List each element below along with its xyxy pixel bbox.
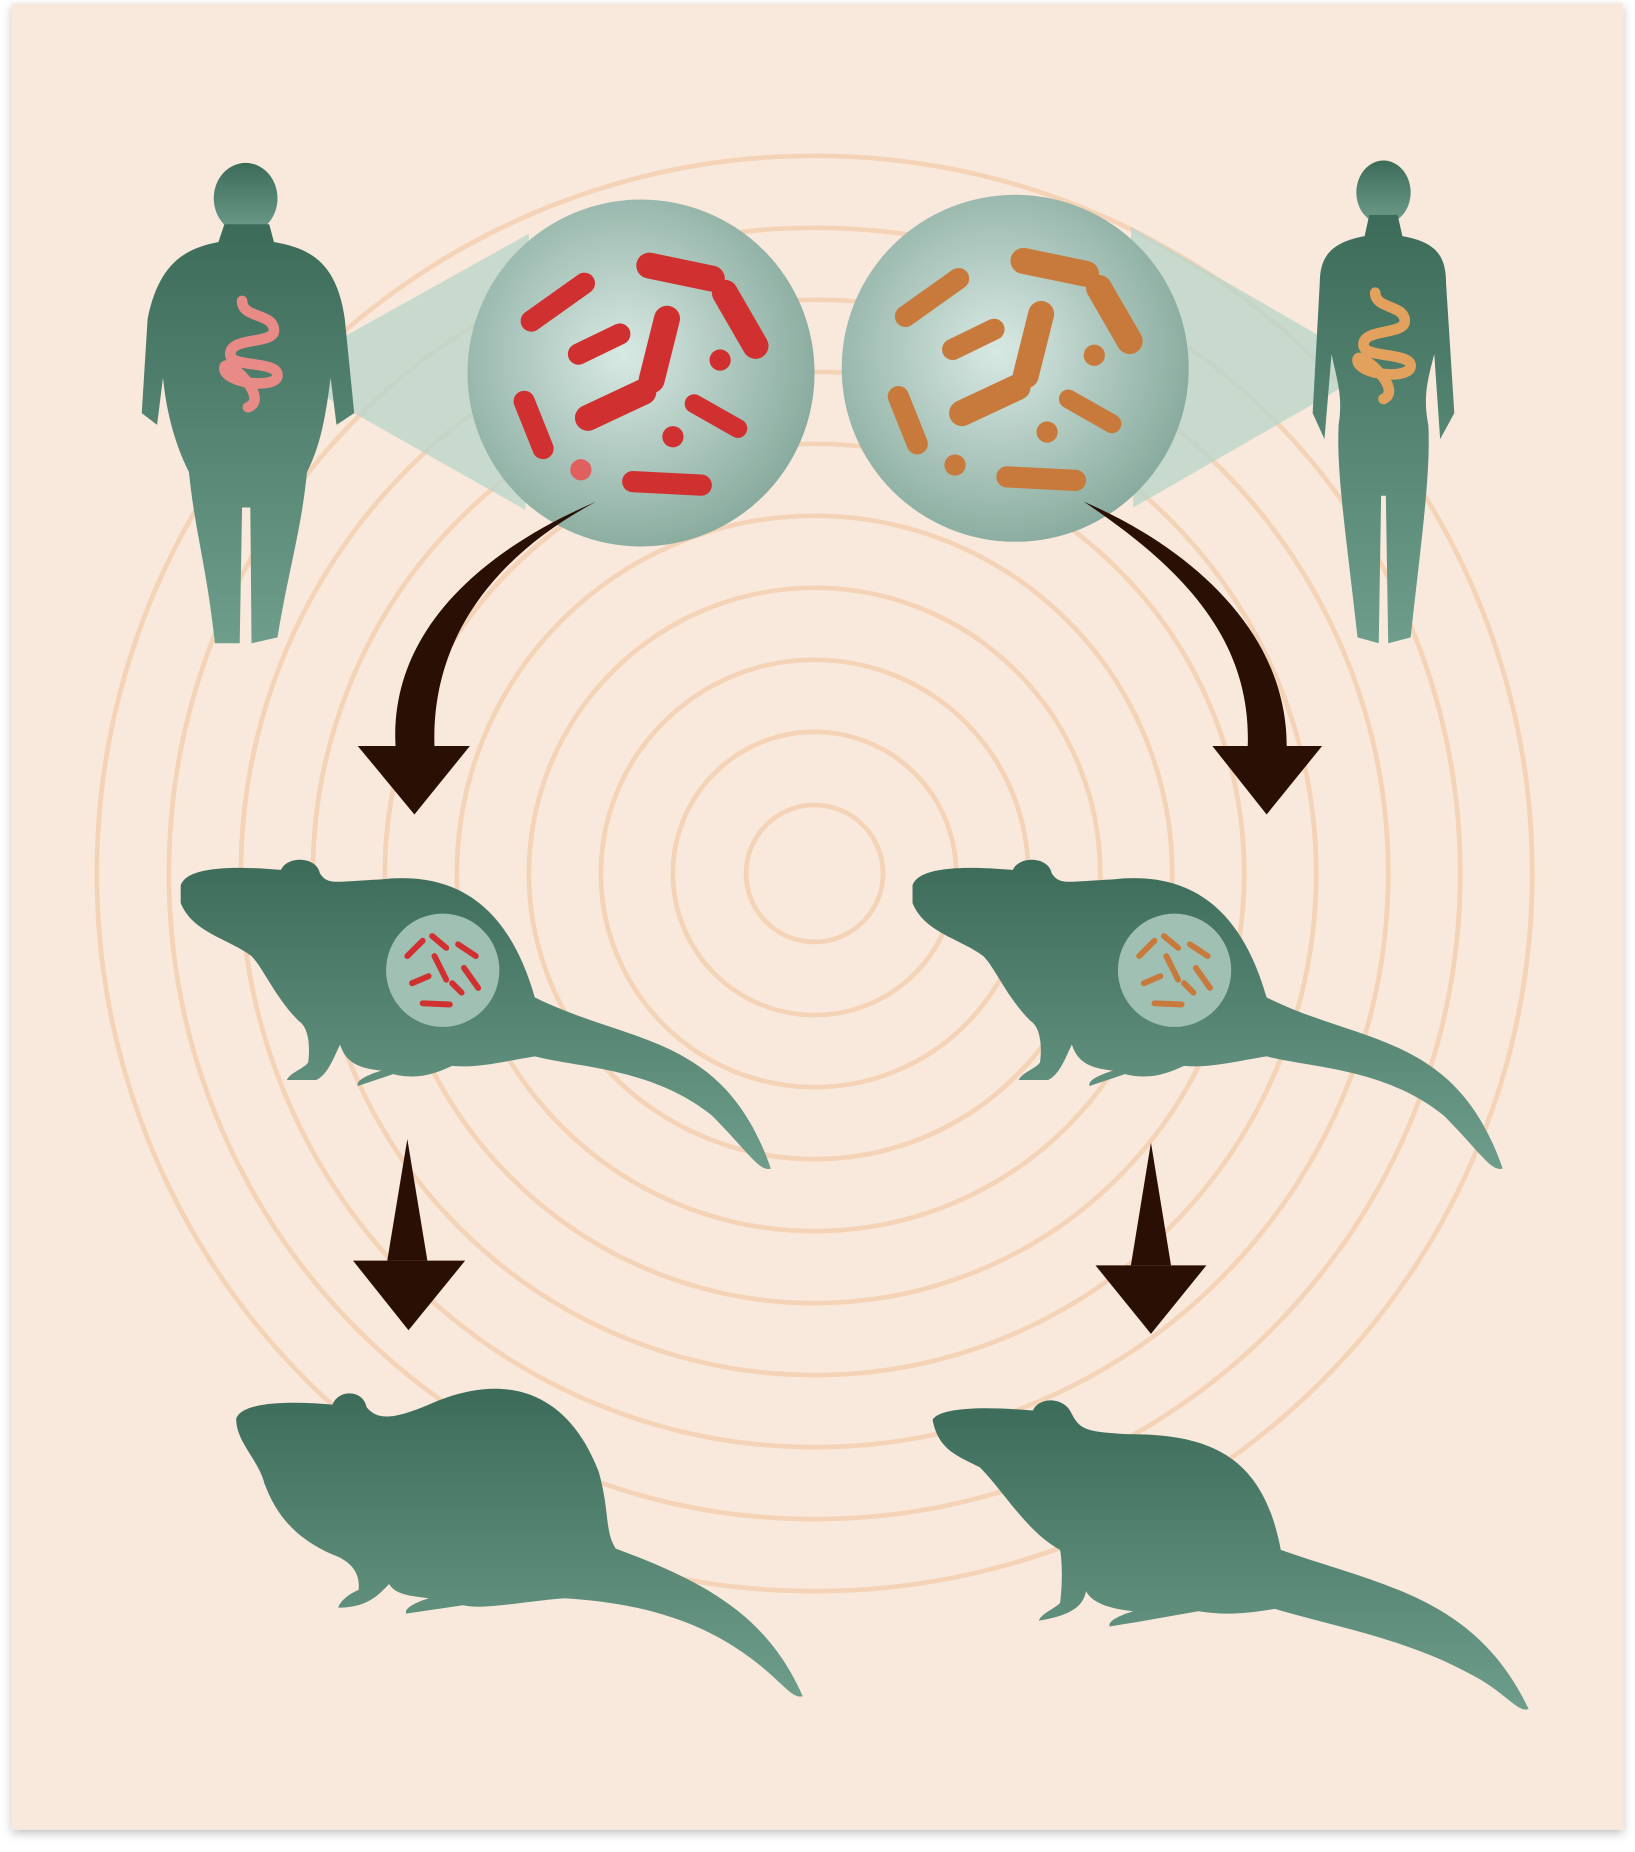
obese-bacteria-icon	[513, 252, 769, 496]
lean-bacteria-icon	[887, 247, 1143, 492]
obese-woman-silhouette-icon	[141, 162, 355, 644]
obese-gut-icon	[219, 295, 283, 413]
arrow-down-curved-left-icon	[357, 501, 597, 815]
arrow-down-right-icon	[1095, 1142, 1207, 1334]
recipient-mouse-obese-icon	[180, 859, 771, 1169]
arrow-down-curved-right-icon	[1083, 501, 1323, 815]
lean-woman-silhouette-icon	[1312, 160, 1455, 644]
outcome-mouse-obese-icon	[236, 1388, 803, 1697]
recipient-mouse-lean-icon	[912, 859, 1503, 1169]
zoom-cone-left	[281, 233, 529, 510]
outcome-mouse-lean-icon	[932, 1400, 1529, 1710]
zoom-cone-right	[1130, 226, 1376, 508]
arrow-down-left-icon	[353, 1139, 466, 1331]
lean-gut-icon	[1352, 287, 1416, 405]
